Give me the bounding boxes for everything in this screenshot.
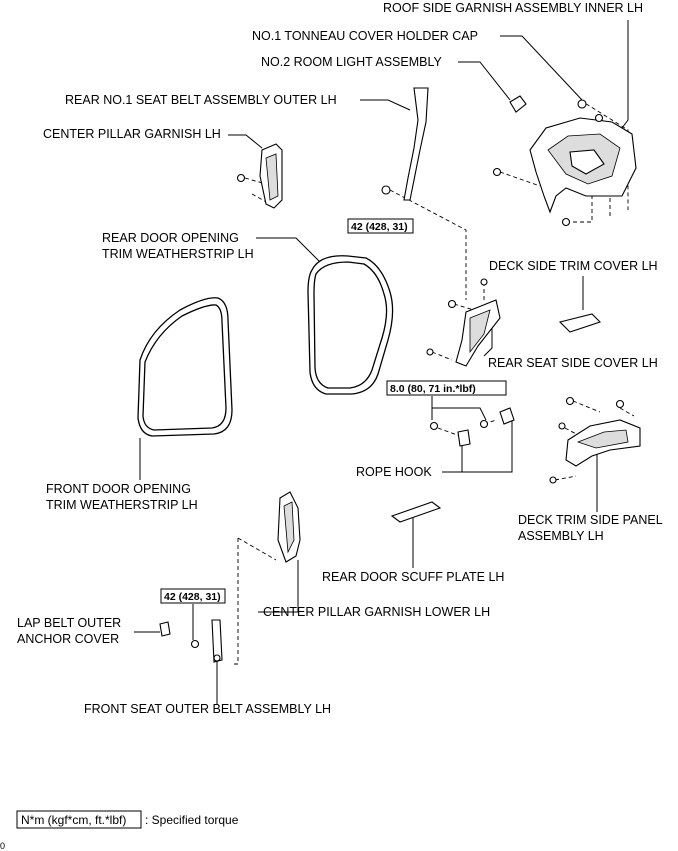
corner-mark: 0 <box>0 841 5 851</box>
label-rear-door-scuff: REAR DOOR SCUFF PLATE LH <box>322 570 504 584</box>
legend-torque-unit: N*m (kgf*cm, ft.*lbf) <box>21 813 126 827</box>
label-lap-belt-2: ANCHOR COVER <box>17 632 119 646</box>
label-rear-door-weatherstrip-2: TRIM WEATHERSTRIP LH <box>102 247 254 261</box>
rear-seat-side-cover-part <box>426 278 501 367</box>
label-rope-hook: ROPE HOOK <box>356 465 432 479</box>
torque-box-front-belt <box>160 588 226 604</box>
torque-rear-belt: 42 (428, 31) <box>351 221 408 233</box>
label-lap-belt-1: LAP BELT OUTER <box>17 616 121 630</box>
torque-box-rope-hook <box>386 380 507 396</box>
leader-lines <box>134 20 629 705</box>
label-deck-trim-panel-2: ASSEMBLY LH <box>518 529 604 543</box>
legend-torque-box <box>16 810 142 829</box>
room-light-part <box>509 95 527 113</box>
label-rear-door-weatherstrip-1: REAR DOOR OPENING <box>102 231 239 245</box>
label-rear-seat-belt: REAR NO.1 SEAT BELT ASSEMBLY OUTER LH <box>65 93 337 107</box>
front-seat-belt-part <box>190 619 223 663</box>
label-front-door-weatherstrip-1: FRONT DOOR OPENING <box>46 482 191 496</box>
center-pillar-garnish-lower-part <box>277 491 301 563</box>
front-door-weatherstrip-part <box>137 297 233 437</box>
label-room-light: NO.2 ROOM LIGHT ASSEMBLY <box>261 55 442 69</box>
label-rear-seat-side: REAR SEAT SIDE COVER LH <box>488 356 658 370</box>
torque-front-belt: 42 (428, 31) <box>164 591 221 603</box>
roof-side-garnish-part <box>492 99 637 227</box>
dashed-assembly-lines <box>232 99 635 665</box>
deck-trim-side-panel-part <box>549 396 641 484</box>
lap-belt-cover-part <box>159 621 171 637</box>
deck-side-trim-cover-part <box>558 313 602 333</box>
rear-door-scuff-plate-part <box>390 501 442 523</box>
label-deck-trim-panel-1: DECK TRIM SIDE PANEL <box>518 513 663 527</box>
label-front-door-weatherstrip-2: TRIM WEATHERSTRIP LH <box>46 498 198 512</box>
rear-door-weatherstrip-part <box>307 255 394 395</box>
label-tonneau-cap: NO.1 TONNEAU COVER HOLDER CAP <box>252 29 478 43</box>
rear-seat-belt-part <box>381 87 429 201</box>
torque-box-rear-belt <box>347 218 414 234</box>
label-roof-side-garnish: ROOF SIDE GARNISH ASSEMBLY INNER LH <box>383 1 643 15</box>
rope-hook-parts <box>429 407 515 447</box>
torque-rope-hook: 8.0 (80, 71 in.*lbf) <box>390 383 476 395</box>
label-center-pillar-lower: CENTER PILLAR GARNISH LOWER LH <box>263 605 490 619</box>
legend-torque-text: : Specified torque <box>145 813 239 827</box>
label-front-seat-belt: FRONT SEAT OUTER BELT ASSEMBLY LH <box>84 702 331 716</box>
label-deck-side-trim: DECK SIDE TRIM COVER LH <box>489 259 658 273</box>
label-center-pillar-garnish: CENTER PILLAR GARNISH LH <box>43 127 221 141</box>
center-pillar-garnish-part <box>236 143 283 209</box>
